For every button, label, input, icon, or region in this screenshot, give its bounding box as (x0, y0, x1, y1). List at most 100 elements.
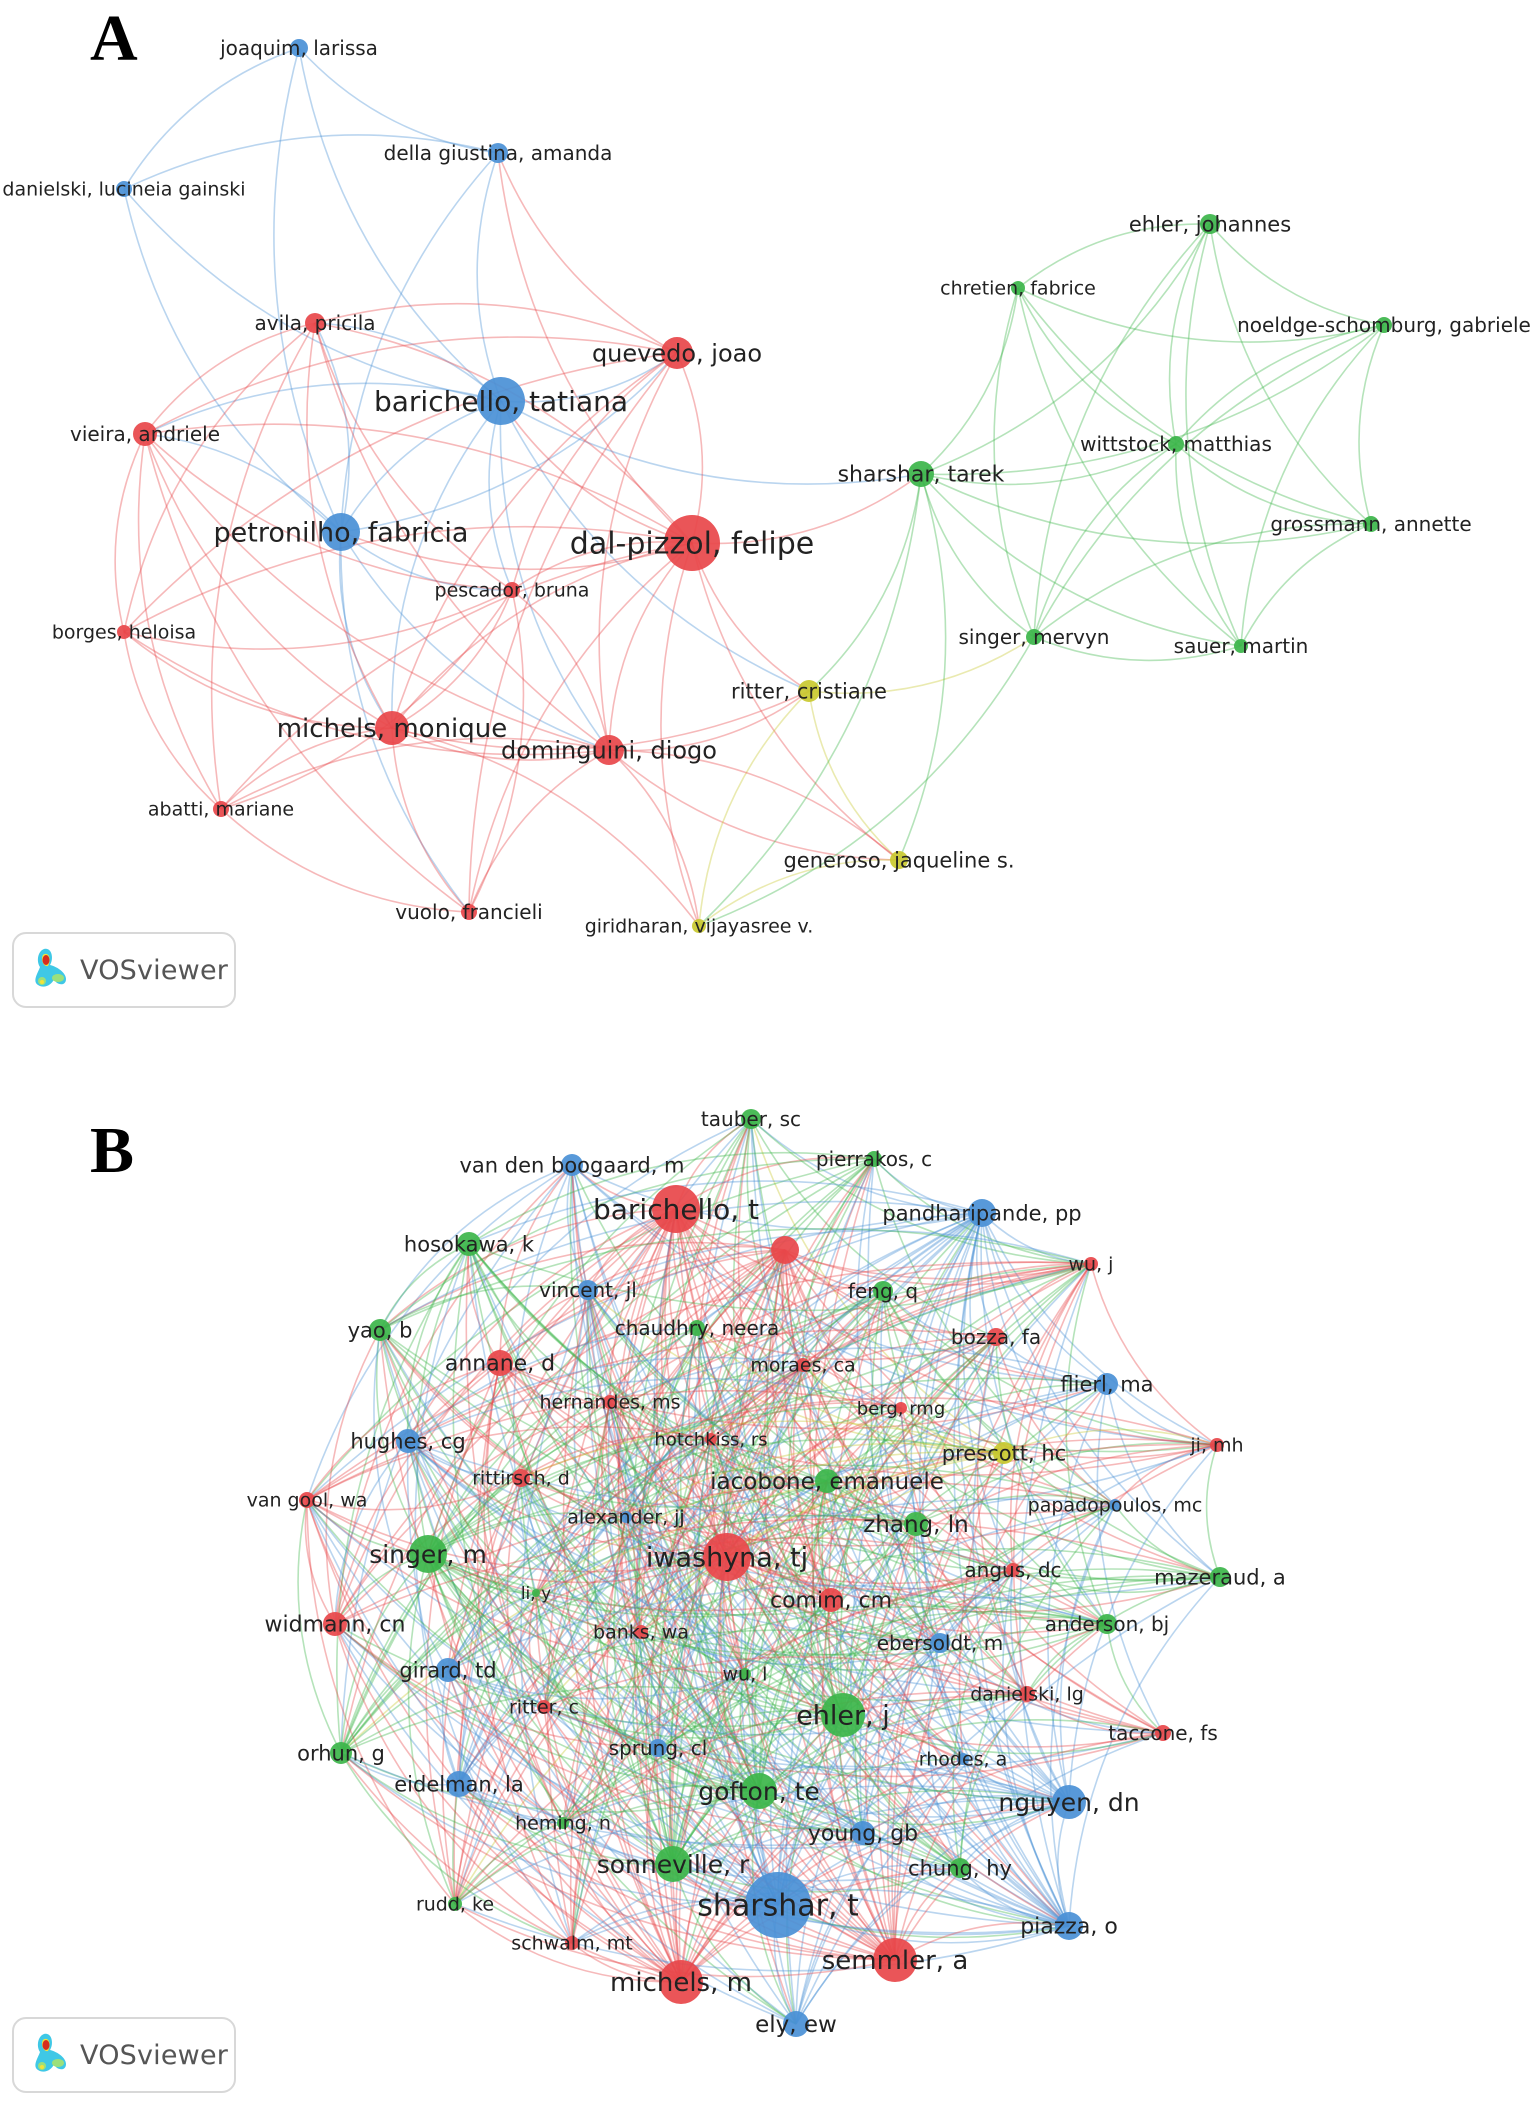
network-node[interactable] (305, 313, 325, 333)
network-node[interactable] (436, 1658, 460, 1682)
network-node[interactable] (448, 1897, 462, 1911)
network-node[interactable] (1011, 281, 1025, 295)
vosviewer-badge-b[interactable]: VOSviewer (12, 2017, 236, 2093)
network-node[interactable] (634, 1625, 648, 1639)
network-node[interactable] (133, 422, 157, 446)
network-node[interactable] (652, 1185, 700, 1233)
network-node[interactable] (537, 1700, 551, 1714)
network-node[interactable] (1052, 1785, 1086, 1819)
network-edge (784, 1249, 1014, 1571)
network-node[interactable] (323, 1612, 347, 1636)
network-node[interactable] (664, 515, 720, 571)
network-node[interactable] (741, 1773, 777, 1809)
network-node[interactable] (968, 1199, 996, 1227)
network-node[interactable] (741, 1109, 761, 1129)
network-node[interactable] (1096, 1373, 1118, 1395)
network-node[interactable] (565, 1936, 579, 1950)
network-node[interactable] (375, 711, 409, 745)
network-node[interactable] (796, 1358, 810, 1372)
network-edge (144, 322, 316, 435)
network-edge (640, 1452, 1005, 1633)
network-node[interactable] (873, 1281, 893, 1301)
network-node[interactable] (703, 1533, 751, 1581)
network-edge (123, 352, 678, 633)
network-node[interactable] (461, 904, 477, 920)
network-node[interactable] (873, 1938, 917, 1982)
network-node[interactable] (477, 377, 525, 425)
network-node[interactable] (957, 1753, 969, 1765)
network-node[interactable] (488, 143, 508, 163)
network-node[interactable] (705, 1433, 717, 1445)
network-node[interactable] (603, 1395, 617, 1409)
network-node[interactable] (1376, 317, 1392, 333)
network-node[interactable] (117, 625, 131, 639)
network-node[interactable] (908, 461, 934, 487)
network-edge (640, 1547, 1221, 1633)
node-label: hotchkiss, rs (654, 1429, 767, 1450)
network-node[interactable] (904, 1512, 928, 1536)
network-node[interactable] (532, 1589, 540, 1597)
network-node[interactable] (649, 1739, 667, 1757)
network-node[interactable] (851, 1821, 875, 1845)
network-node[interactable] (409, 1535, 447, 1573)
network-node[interactable] (487, 1350, 513, 1376)
network-node[interactable] (1363, 516, 1379, 532)
network-node[interactable] (1234, 639, 1248, 653)
network-edge (920, 473, 1035, 638)
network-node[interactable] (512, 1469, 530, 1487)
network-node[interactable] (1155, 1725, 1171, 1741)
network-node[interactable] (1200, 214, 1220, 234)
network-node[interactable] (689, 1320, 705, 1336)
network-node[interactable] (1006, 1563, 1020, 1577)
network-node[interactable] (446, 1771, 472, 1797)
network-node[interactable] (578, 1280, 598, 1300)
network-node[interactable] (798, 680, 820, 702)
network-node[interactable] (745, 1872, 811, 1938)
network-node[interactable] (330, 1742, 352, 1764)
network-node[interactable] (819, 1588, 843, 1612)
network-node[interactable] (290, 39, 308, 57)
network-node[interactable] (299, 1492, 315, 1508)
network-node[interactable] (396, 1429, 420, 1453)
network-node[interactable] (369, 1319, 391, 1341)
network-edge (758, 1599, 832, 1792)
network-node[interactable] (890, 851, 908, 869)
network-node[interactable] (322, 513, 360, 551)
network-node[interactable] (821, 1693, 865, 1737)
network-node[interactable] (783, 2011, 809, 2037)
network-node[interactable] (1097, 1614, 1117, 1634)
network-node[interactable] (655, 1846, 691, 1882)
network-node[interactable] (557, 1817, 569, 1829)
network-node[interactable] (1019, 1686, 1035, 1702)
network-edge (672, 1673, 746, 1865)
network-node[interactable] (950, 1858, 970, 1878)
network-node[interactable] (993, 1442, 1015, 1464)
network-node[interactable] (1210, 1438, 1224, 1452)
network-node[interactable] (116, 181, 132, 197)
network-node[interactable] (213, 801, 229, 817)
network-node[interactable] (739, 1668, 751, 1680)
vosviewer-badge-a[interactable]: VOSviewer (12, 932, 236, 1008)
network-node[interactable] (1109, 1499, 1121, 1511)
network-node[interactable] (1084, 1257, 1098, 1271)
network-node[interactable] (661, 337, 693, 369)
node-label: semmler, a (822, 1946, 969, 1976)
network-node[interactable] (987, 1328, 1005, 1346)
network-node[interactable] (1168, 436, 1184, 452)
network-node[interactable] (895, 1402, 907, 1414)
network-node[interactable] (620, 1511, 632, 1523)
network-node[interactable] (771, 1236, 799, 1264)
network-node[interactable] (594, 735, 624, 765)
network-node[interactable] (1055, 1912, 1083, 1940)
network-node[interactable] (561, 1154, 583, 1176)
network-node[interactable] (866, 1151, 882, 1167)
network-node[interactable] (457, 1232, 481, 1256)
network-node[interactable] (930, 1633, 950, 1653)
network-node[interactable] (1210, 1567, 1230, 1587)
network-node[interactable] (504, 582, 520, 598)
network-node[interactable] (1026, 629, 1042, 645)
network-edge (753, 1480, 828, 1792)
network-node[interactable] (659, 1960, 703, 2004)
network-node[interactable] (815, 1469, 839, 1493)
network-node[interactable] (692, 919, 706, 933)
